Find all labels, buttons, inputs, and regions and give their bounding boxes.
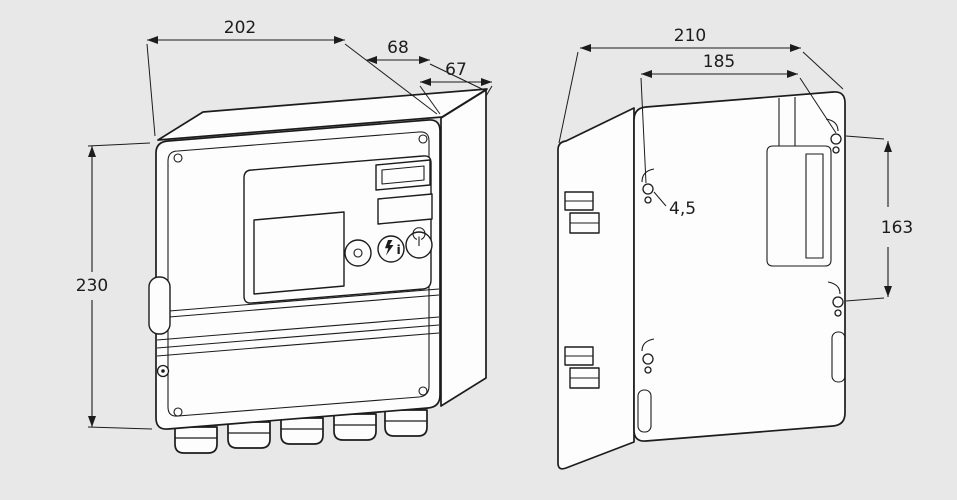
info-glyph: i: [397, 242, 401, 257]
extension-line: [558, 51, 579, 144]
corner-screw: [418, 386, 428, 396]
extension-line: [802, 51, 844, 90]
display-window-inner: [381, 165, 425, 185]
hook-line: [827, 281, 841, 295]
mount-hole-small: [644, 366, 652, 374]
dim-label-depth-housing: 68: [387, 38, 409, 58]
dim-label-depth-cover: 67: [445, 60, 467, 80]
vent-slot: [637, 389, 652, 433]
mount-hole: [642, 183, 654, 195]
cable-gland: [280, 417, 324, 445]
corner-screw: [173, 407, 183, 417]
select-button-dot: [353, 248, 363, 258]
dim-rear-hole-spacing-h: 185: [640, 52, 837, 184]
extension-line: [419, 85, 441, 115]
side-cable-cover: [148, 276, 171, 335]
mount-hole: [832, 296, 844, 308]
hook-line: [641, 338, 655, 352]
rear-face: [633, 91, 846, 442]
rear-view: 210 185 163 4,5: [557, 26, 913, 470]
panel-seam-line: [156, 316, 440, 341]
extension-line: [344, 43, 438, 115]
dim-label-hole-diameter: 4,5: [669, 199, 696, 219]
leader-line: [653, 191, 667, 207]
slot-inner: [805, 153, 824, 259]
hinge-bottom: [564, 346, 600, 389]
mount-hole: [642, 353, 654, 365]
panel-seam-line: [156, 294, 440, 319]
cable-gland: [384, 409, 428, 437]
hinge-top: [564, 191, 600, 234]
mounting-slot: [766, 97, 832, 267]
dim-rear-hole-spacing-v: 163: [845, 135, 913, 302]
extension-line: [146, 43, 156, 137]
corner-screw: [418, 134, 428, 144]
status-window: [377, 193, 433, 225]
mount-hole-small: [834, 309, 842, 317]
mount-point-bottom-left: [637, 338, 655, 433]
right-side-face: [440, 89, 487, 407]
dim-label-hole-spacing-v: 163: [881, 218, 913, 238]
extension-line: [87, 142, 151, 147]
slot-outline: [766, 145, 832, 267]
dim-rear-width: 210: [558, 26, 844, 144]
vent-slot: [831, 331, 846, 383]
panel-seam-line: [156, 332, 440, 357]
extension-line: [845, 135, 885, 140]
mount-point-bottom-right: [827, 281, 846, 383]
callout-hole-diameter: 4,5: [653, 191, 696, 219]
dim-label-hole-spacing-h: 185: [703, 52, 735, 72]
select-button: [344, 239, 372, 267]
cable-gland: [227, 421, 271, 449]
dim-front-depth-cover: 67: [419, 60, 493, 115]
extension-line: [485, 85, 493, 97]
corner-screw: [173, 153, 183, 163]
left-side-face: [557, 107, 635, 470]
hook-line: [825, 118, 839, 132]
display-window: [375, 159, 431, 191]
hook-line: [641, 168, 655, 183]
front-view: i 202 68 67: [76, 18, 493, 454]
cable-gland: [333, 413, 377, 441]
top-face: [157, 88, 488, 141]
dim-label-rear-width: 210: [674, 26, 706, 46]
extension-line: [640, 77, 647, 184]
dim-label-height: 230: [76, 276, 108, 296]
extension-line: [845, 297, 885, 302]
extension-line: [799, 77, 837, 134]
side-screw-dot: [161, 369, 165, 373]
dim-front-height: 230: [76, 142, 153, 430]
extension-line: [87, 426, 153, 430]
cable-gland: [174, 426, 218, 454]
mount-hole: [830, 133, 842, 145]
power-icon: [412, 227, 426, 240]
panel-seam-line: [156, 288, 440, 313]
info-button: [377, 235, 405, 263]
lcd-display: [253, 211, 345, 295]
mount-point-top-left: [641, 168, 655, 204]
lightning-icon: [385, 240, 394, 256]
dim-label-width: 202: [224, 18, 256, 38]
panel-seam-line: [156, 324, 440, 349]
mount-point-top-right: [825, 118, 842, 154]
mount-hole-small: [644, 196, 652, 204]
front-bezel: [167, 131, 430, 417]
mount-hole-small: [832, 146, 840, 154]
dim-front-width: 202: [146, 18, 438, 137]
